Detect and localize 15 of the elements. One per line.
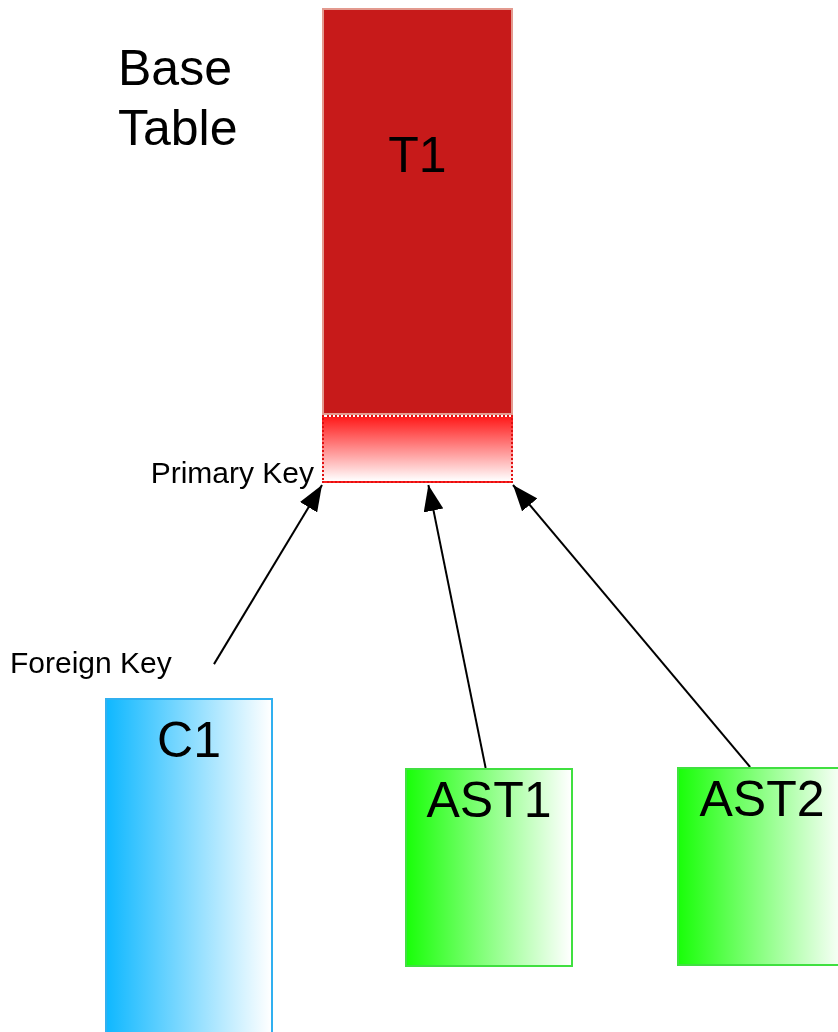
table-name: T1 — [387, 130, 448, 180]
arrow — [512, 484, 752, 768]
table-box — [405, 768, 573, 967]
table-box — [322, 8, 513, 415]
table-name: AST2 — [698, 774, 826, 824]
arrow — [213, 484, 323, 666]
table-name: AST1 — [425, 775, 553, 825]
table-box — [677, 767, 838, 966]
primary-key-box — [322, 415, 513, 483]
key-label: Primary Key — [149, 455, 314, 491]
table-box — [105, 698, 273, 1032]
arrow — [423, 484, 487, 769]
table-heading: Base Table — [118, 39, 239, 158]
table-name: C1 — [156, 715, 222, 765]
key-label: Foreign Key — [10, 644, 214, 682]
